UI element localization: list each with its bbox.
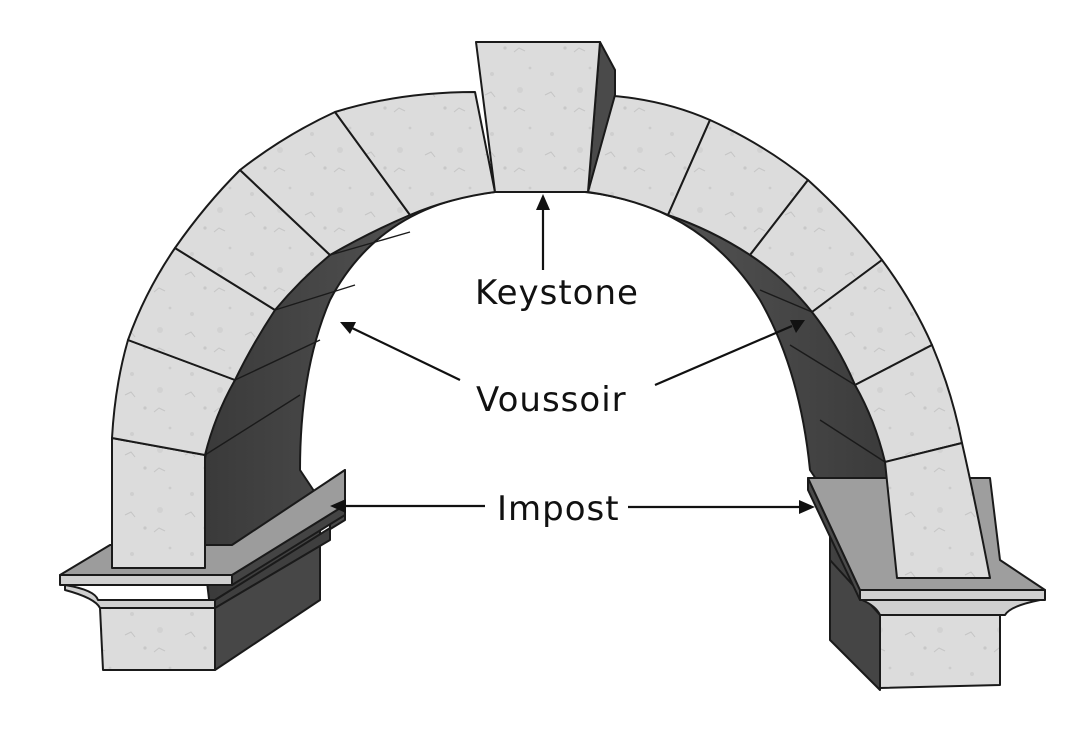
- keystone-block: [475, 41, 616, 193]
- impost-arrow-right: [628, 500, 815, 514]
- voussoir-stone-1: [111, 437, 206, 569]
- voussoir-arrow-right: [654, 320, 805, 387]
- intrados-joints: [204, 231, 886, 463]
- voussoir-arrow-left: [340, 322, 461, 381]
- voussoir-stone-6: [334, 91, 496, 216]
- impost-arrow-left: [330, 499, 485, 513]
- keystone-arrow: [536, 194, 550, 270]
- keystone-label: Keystone: [475, 273, 639, 313]
- voussoir-label: Voussoir: [476, 380, 627, 420]
- voussoir-stone-12: [884, 442, 991, 579]
- impost-label: Impost: [497, 489, 620, 529]
